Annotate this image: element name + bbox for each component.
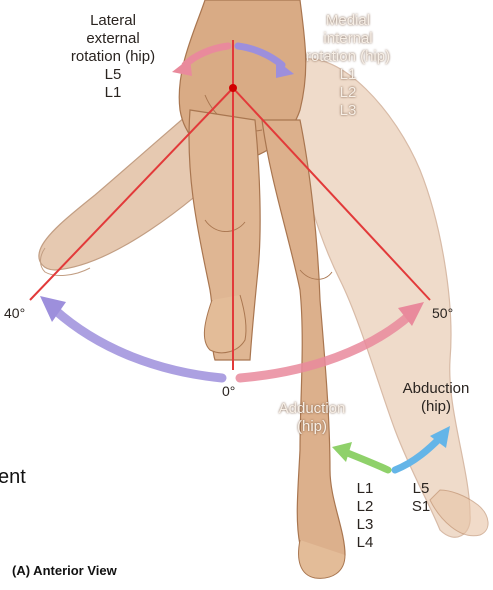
abduction-nerve-label: L5 S1 xyxy=(406,480,436,516)
medial-line-5: L2 xyxy=(288,84,408,102)
lateral-line-2: external xyxy=(48,30,178,48)
right-swung-foot xyxy=(430,490,488,536)
hip-pivot xyxy=(229,84,237,92)
lateral-line-1: Lateral xyxy=(48,12,178,30)
lateral-line-3: rotation (hip) xyxy=(48,48,178,66)
adduction-line-4: L2 xyxy=(350,498,380,516)
medial-rotation-label: Medial internal rotation (hip) L1 L2 L3 xyxy=(288,12,408,120)
adduction-line-6: L4 xyxy=(350,534,380,552)
medial-line-6: L3 xyxy=(288,102,408,120)
angle-40-label: 40° xyxy=(4,304,25,322)
adduction-line-5: L3 xyxy=(350,516,380,534)
medial-line-3: rotation (hip) xyxy=(288,48,408,66)
abduction-line-4: S1 xyxy=(406,498,436,516)
abduction-line-3: L5 xyxy=(406,480,436,498)
adduction-line-1: Adduction xyxy=(262,400,362,418)
medial-line-1: Medial xyxy=(288,12,408,30)
angle-50-label: 50° xyxy=(432,304,453,322)
adduction-line-3: L1 xyxy=(350,480,380,498)
adduction-line-2: (hip) xyxy=(262,418,362,436)
medial-line-2: internal xyxy=(288,30,408,48)
abduction-line-2: (hip) xyxy=(386,398,486,416)
lateral-line-4: L5 xyxy=(48,66,178,84)
partial-text: ent xyxy=(0,466,26,489)
abduction-sweep-arrow xyxy=(40,296,222,378)
lateral-line-5: L1 xyxy=(48,84,178,102)
abduction-line-1: Abduction xyxy=(386,380,486,398)
adduction-nerve-label: L1 L2 L3 L4 xyxy=(350,480,380,552)
angle-0-label: 0° xyxy=(222,382,235,400)
abduction-label: Abduction (hip) xyxy=(386,380,486,416)
adduction-label: Adduction (hip) xyxy=(262,400,362,436)
adduction-arrow xyxy=(332,442,388,470)
figure-caption: (A) Anterior View xyxy=(12,563,117,578)
lateral-rotation-label: Lateral external rotation (hip) L5 L1 xyxy=(48,12,178,102)
medial-line-4: L1 xyxy=(288,66,408,84)
